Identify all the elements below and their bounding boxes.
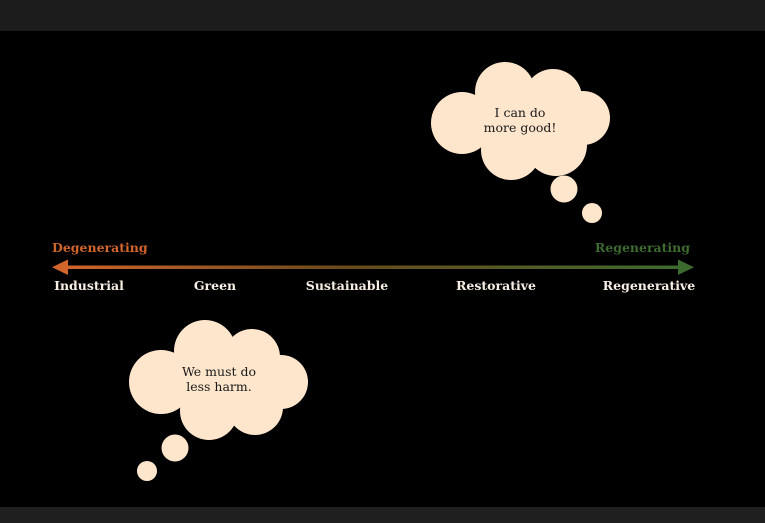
arrow-left-head-icon <box>52 259 68 275</box>
thought-top-line-1: I can do <box>495 105 546 120</box>
stage-label-sustainable: Sustainable <box>306 278 388 293</box>
thought-bubble-dot-large <box>550 175 578 203</box>
stage-label-industrial: Industrial <box>54 278 124 293</box>
degenerating-label: Degenerating <box>52 240 148 255</box>
arrow-right-head-icon <box>678 259 694 275</box>
stage-label-regenerative: Regenerative <box>603 278 696 293</box>
regenerating-label: Regenerating <box>595 240 690 255</box>
thought-bottom-line-2: less harm. <box>186 379 252 394</box>
thought-cloud-top <box>431 62 610 223</box>
bottom-bar <box>0 507 765 523</box>
stage-label-green: Green <box>194 278 236 293</box>
thought-top-line-2: more good! <box>484 120 557 135</box>
thought-cloud-bottom <box>129 320 308 481</box>
stage-label-restorative: Restorative <box>456 278 536 293</box>
top-bar <box>0 0 765 31</box>
arrow-shaft <box>62 265 686 269</box>
thought-bubble-dot-small <box>137 461 157 481</box>
thought-bubble-dot-large <box>161 434 189 462</box>
thought-bottom-line-1: We must do <box>182 364 256 379</box>
thought-bubble-dot-small <box>582 203 602 223</box>
double-arrow <box>52 259 694 275</box>
